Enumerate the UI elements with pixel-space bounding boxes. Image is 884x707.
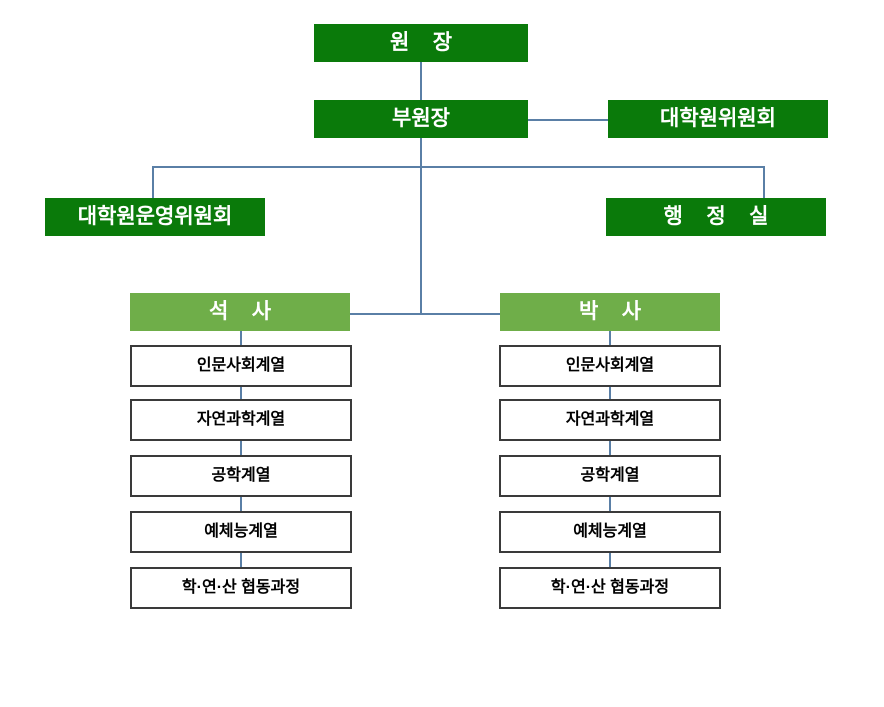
connector-bus-horizontal: [152, 166, 765, 168]
node-masters-program-1[interactable]: 자연과학계열: [130, 399, 352, 441]
node-doctorate[interactable]: 박 사: [500, 293, 720, 331]
connector-director-to-vice: [420, 62, 422, 100]
node-masters-program-4[interactable]: 학·연·산 협동과정: [130, 567, 352, 609]
node-masters-program-3[interactable]: 예체능계열: [130, 511, 352, 553]
node-doctorate-program-4[interactable]: 학·연·산 협동과정: [499, 567, 721, 609]
node-graduate-committee[interactable]: 대학원위원회: [608, 100, 828, 138]
connector-bus-to-admin-office: [763, 166, 765, 198]
node-vice-director[interactable]: 부원장: [314, 100, 528, 138]
connector-vice-down: [420, 138, 422, 166]
connector-trunk-to-degree-level: [420, 166, 422, 314]
node-operations-committee[interactable]: 대학원운영위원회: [45, 198, 265, 236]
node-masters-program-2[interactable]: 공학계열: [130, 455, 352, 497]
node-masters[interactable]: 석 사: [130, 293, 350, 331]
node-doctorate-program-1[interactable]: 자연과학계열: [499, 399, 721, 441]
node-doctorate-program-0[interactable]: 인문사회계열: [499, 345, 721, 387]
node-doctorate-program-2[interactable]: 공학계열: [499, 455, 721, 497]
node-admin-office[interactable]: 행 정 실: [606, 198, 826, 236]
node-director[interactable]: 원 장: [314, 24, 528, 62]
connector-bus-to-operations-committee: [152, 166, 154, 198]
connector-vice-to-graduate-committee: [528, 119, 608, 121]
connector-degree-horizontal: [350, 313, 502, 315]
node-masters-program-0[interactable]: 인문사회계열: [130, 345, 352, 387]
node-doctorate-program-3[interactable]: 예체능계열: [499, 511, 721, 553]
